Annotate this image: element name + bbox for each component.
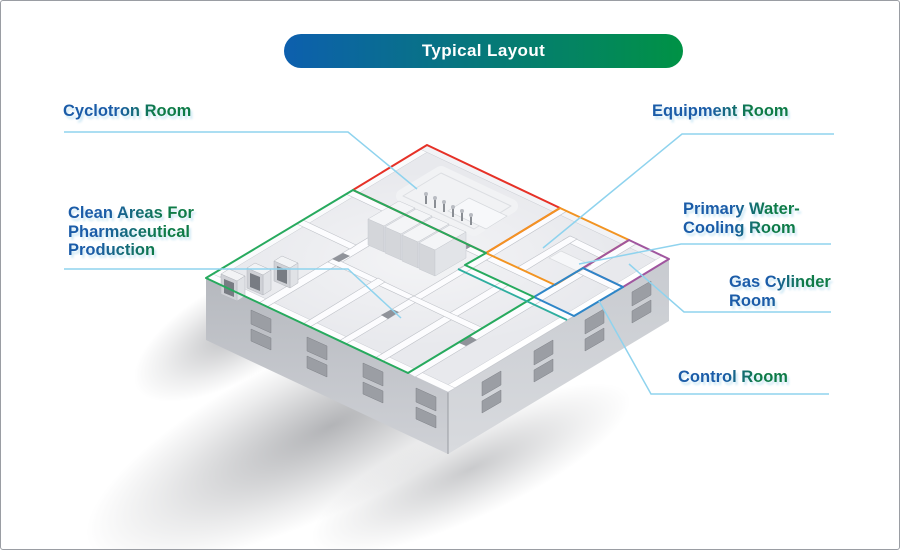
clean-areas-leader-line	[64, 268, 402, 319]
clean-room-cabinets	[367, 200, 467, 277]
leader-lines	[64, 131, 834, 395]
cyclotron-leader-line	[64, 131, 418, 190]
label-line: Cooling Room	[683, 218, 796, 237]
label-line: Control Room	[678, 368, 788, 386]
control-room-outline	[533, 267, 624, 317]
clean-areas-outline	[205, 189, 535, 374]
label-line: Pharmaceutical	[68, 222, 190, 241]
equipment-leader-line	[542, 133, 834, 249]
water-cooling-leader-line	[578, 243, 831, 265]
page-title: Typical Layout	[421, 41, 546, 60]
label-water-cooling-room: Primary Water- Cooling Room	[683, 200, 800, 237]
title-banner: Typical Layout	[284, 34, 683, 68]
label-control-room: Control Room	[678, 368, 788, 387]
teal-accent-line	[457, 268, 568, 321]
label-line: Production	[68, 241, 156, 260]
label-cyclotron-room: Cyclotron Room	[63, 102, 191, 121]
clean-room-machines	[220, 255, 299, 302]
room-outlines	[205, 144, 670, 374]
label-line: Gas Cylinder	[729, 273, 831, 291]
water-room-counter	[548, 250, 592, 273]
control-leader-line	[598, 300, 829, 395]
label-line: Clean Areas For	[68, 204, 194, 222]
label-gas-cylinder-room: Gas Cylinder Room	[729, 273, 831, 310]
label-clean-areas: Clean Areas For Pharmaceutical Productio…	[68, 204, 194, 260]
label-line: Equipment Room	[652, 102, 789, 120]
gas-cylinder-leader-line	[628, 263, 831, 313]
facade-vents	[250, 280, 652, 429]
label-line: Room	[729, 291, 776, 310]
label-line: Cyclotron Room	[63, 102, 192, 120]
label-equipment-room: Equipment Room	[652, 102, 789, 121]
label-line: Primary Water-	[683, 200, 800, 218]
